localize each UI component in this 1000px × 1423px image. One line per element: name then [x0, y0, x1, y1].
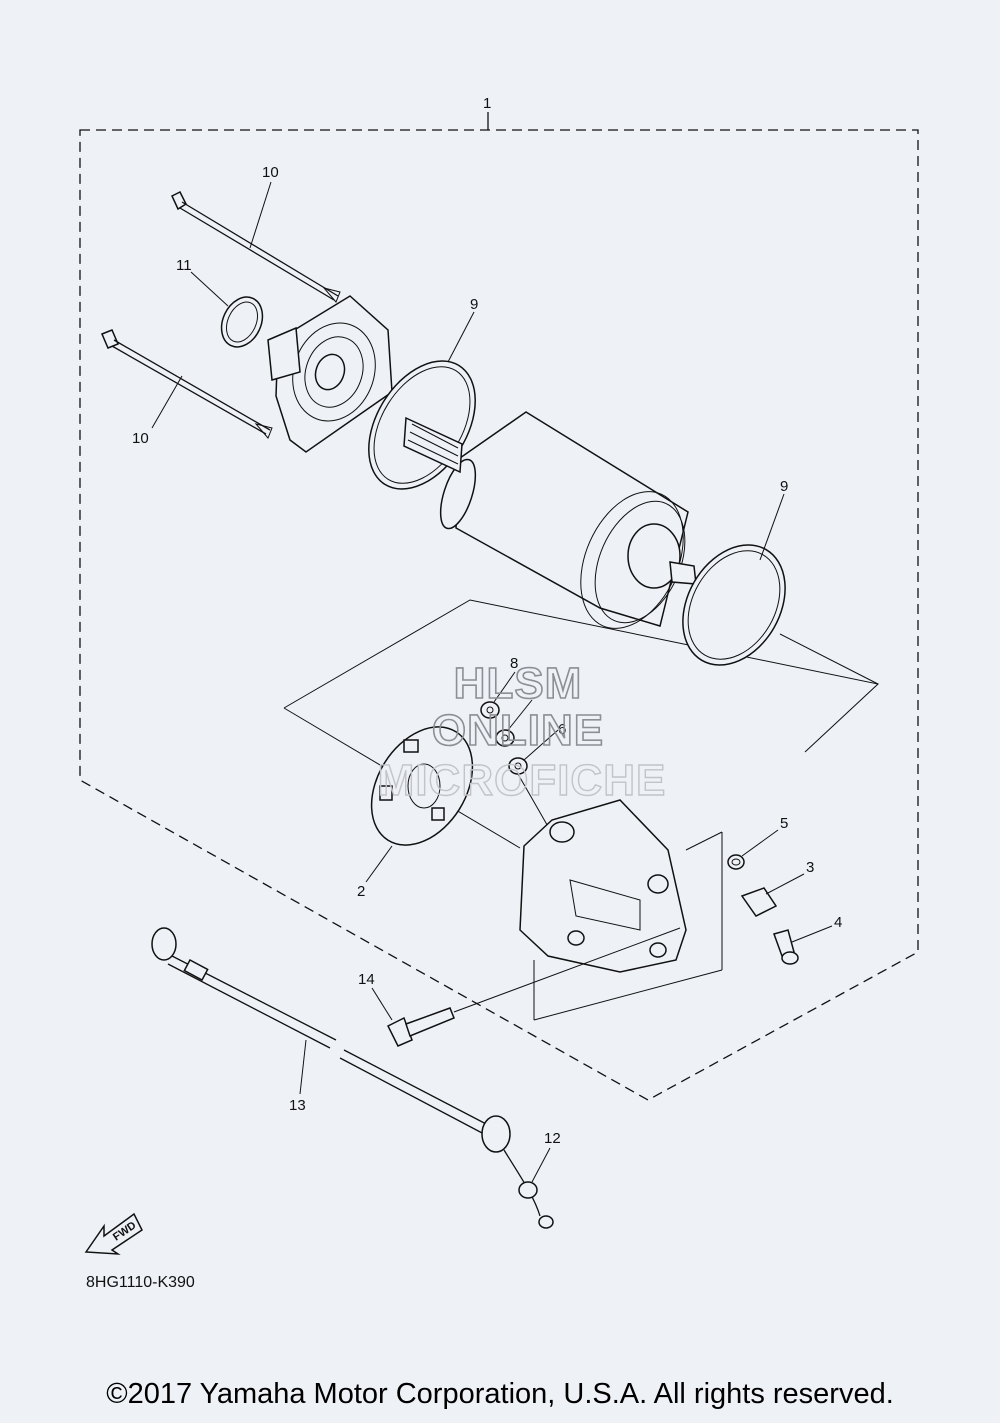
long-bolt-upper: [171, 190, 341, 303]
leader-lines: [151, 181, 833, 1183]
callout-6: 6: [558, 721, 566, 738]
callout-14: 14: [358, 971, 375, 988]
watermark-line-3: MICROFICHE: [378, 756, 667, 805]
callout-5: 5: [780, 815, 788, 832]
watermark: HLSM ONLINE MICROFICHE: [377, 658, 667, 806]
long-bolt-lower: [101, 329, 273, 439]
callout-2: 2: [357, 883, 365, 900]
callout-8: 8: [510, 655, 518, 672]
callout-3: 3: [806, 859, 814, 876]
watermark-line-2: ONLINE: [432, 706, 604, 755]
o-ring-small: [220, 296, 264, 348]
diagram-code: 8HG1110-K390: [86, 1274, 195, 1291]
fwd-arrow-icon: FWD: [84, 1212, 143, 1255]
screw-4: [773, 929, 799, 965]
clip-3: [740, 887, 778, 917]
brush-holder: [370, 726, 474, 846]
watermark-line-1: HLSM: [454, 659, 583, 708]
nut-stack: [480, 701, 551, 831]
callout-13: 13: [289, 1097, 306, 1114]
callout-9-lower: 9: [780, 478, 788, 495]
callout-4: 4: [834, 914, 842, 931]
lead-wire: [151, 927, 554, 1229]
callout-1: 1: [483, 95, 491, 112]
rear-housing: [519, 799, 723, 1021]
copyright-notice: ©2017 Yamaha Motor Corporation, U.S.A. A…: [106, 1378, 894, 1410]
washer-5: [727, 854, 745, 870]
o-ring-lower: [682, 544, 786, 666]
callout-9-upper: 9: [470, 296, 478, 313]
assembly-boundary: [79, 112, 919, 1101]
callout-10-lower: 10: [132, 430, 149, 447]
callout-10-upper: 10: [262, 164, 279, 181]
callout-11: 11: [176, 257, 192, 274]
starter-yoke: [403, 411, 697, 629]
bolt-14: [386, 927, 681, 1047]
front-cover: [267, 295, 393, 453]
callouts: 1 10 11 9 10 9 8 6 2 5 3 4 14 13 12: [132, 95, 842, 1147]
callout-12: 12: [544, 1130, 561, 1147]
